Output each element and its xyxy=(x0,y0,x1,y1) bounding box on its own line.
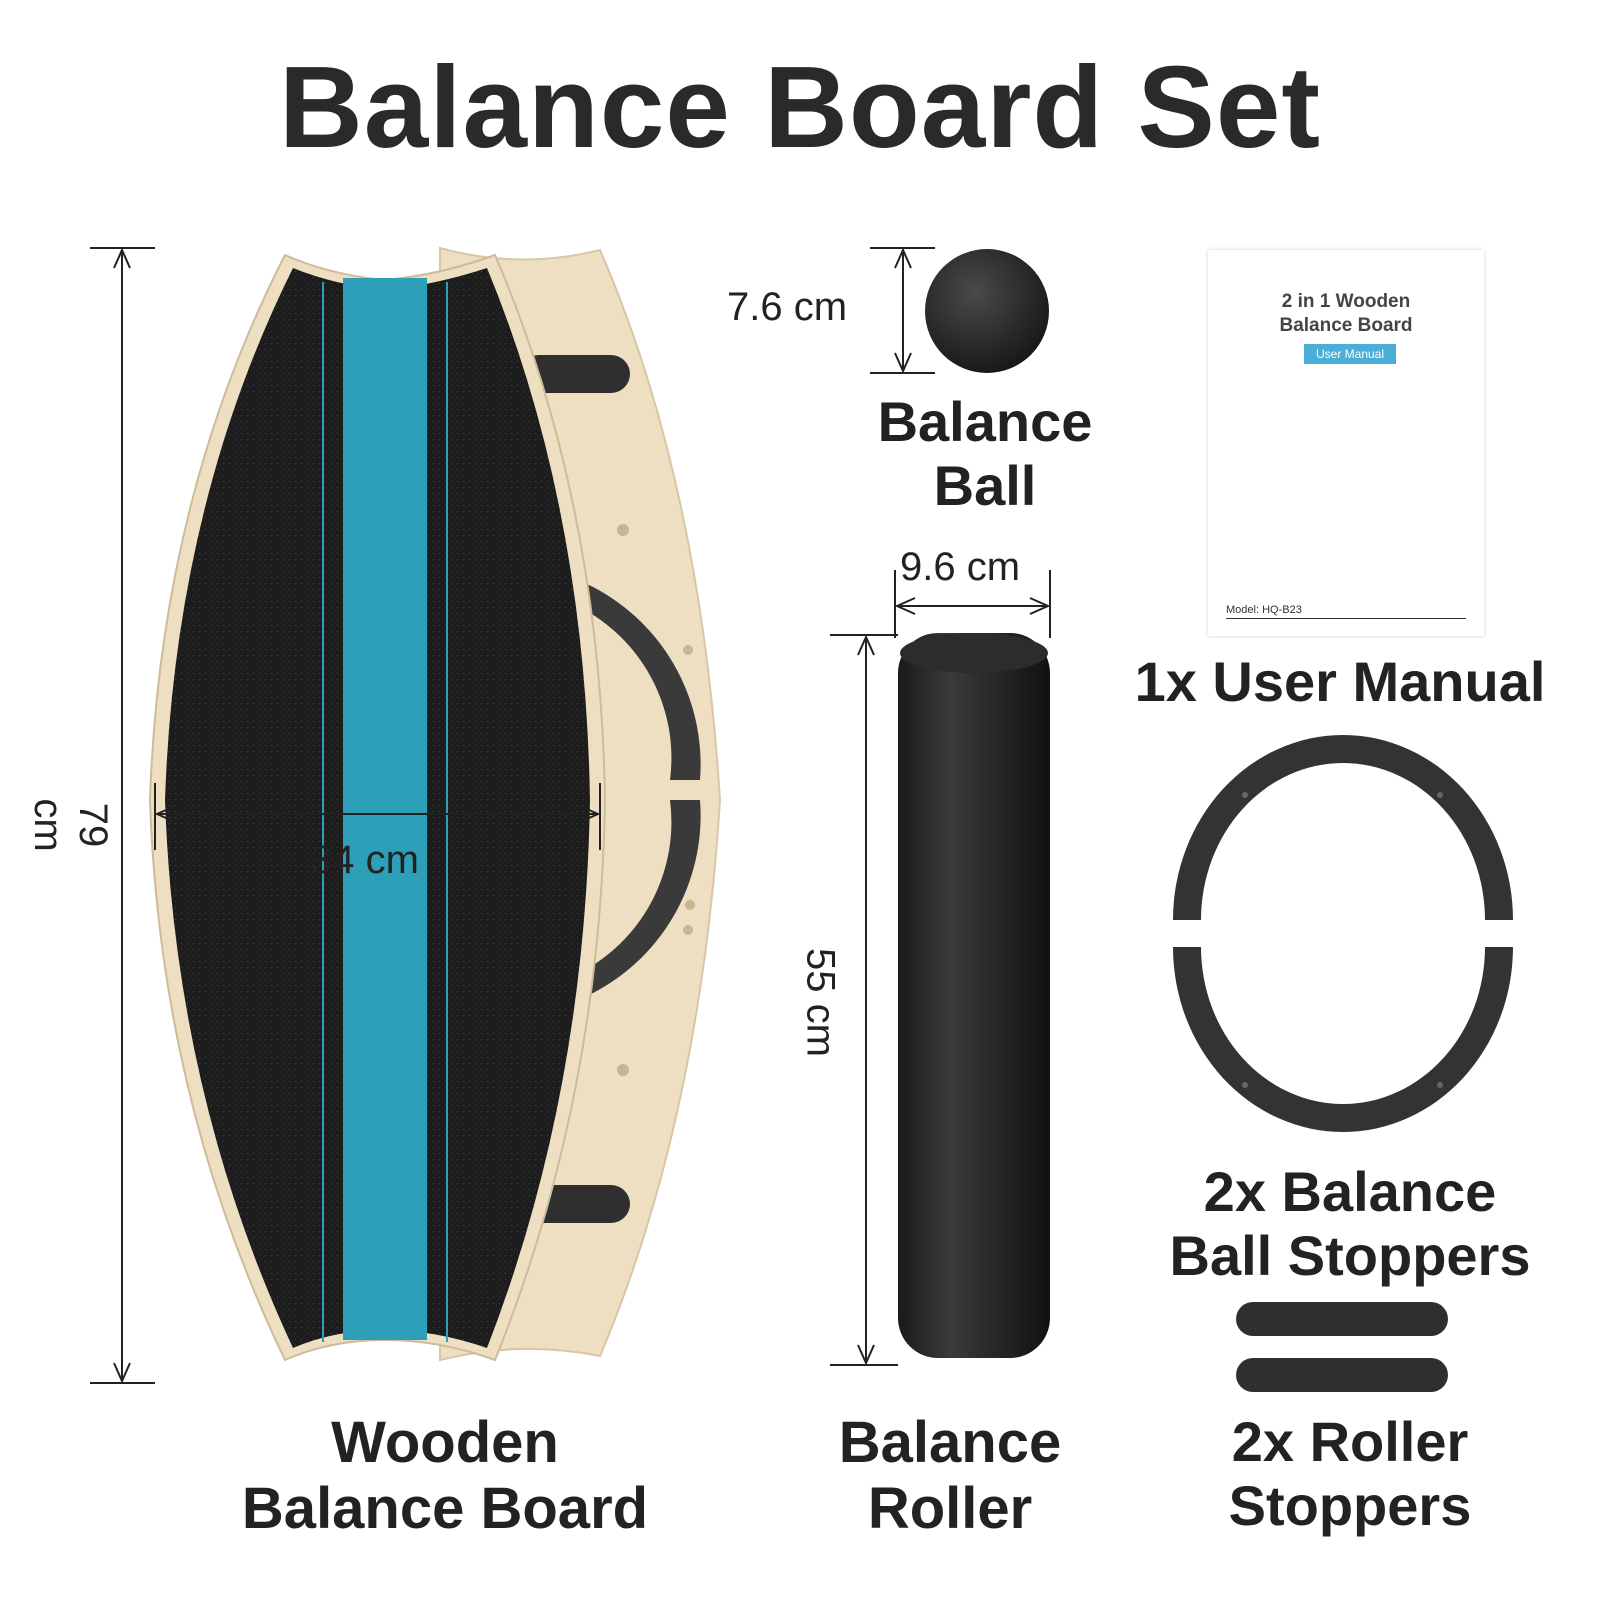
manual-name: 1x User Manual xyxy=(1134,650,1546,713)
ball-stoppers-name-line1: 2x Balance xyxy=(1203,1160,1497,1223)
roller-diameter-dimension xyxy=(894,570,1051,638)
roller-stoppers-name: 2x Roller Stoppers xyxy=(1180,1410,1520,1538)
manual-cover-badge: User Manual xyxy=(1304,344,1396,364)
ball-stoppers-name-line2: Ball Stoppers xyxy=(1169,1223,1531,1287)
ball-name-line2: Ball xyxy=(933,453,1037,517)
manual-model: Model: HQ-B23 xyxy=(1226,604,1302,616)
roller-diameter-label: 9.6 cm xyxy=(900,545,1021,589)
balance-ball xyxy=(925,249,1049,373)
ball-name: Balance Ball xyxy=(850,390,1120,518)
roller-stoppers xyxy=(1236,1302,1448,1392)
ball-diameter-dimension xyxy=(870,247,935,374)
board-height-label: 79 cm xyxy=(26,798,115,852)
manual-footer-rule xyxy=(1226,618,1466,619)
roller-length-label: 55 cm xyxy=(798,948,843,1057)
page-title: Balance Board Set xyxy=(278,42,1322,172)
ball-stoppers-name: 2x Balance Ball Stoppers xyxy=(1150,1160,1550,1288)
ball-name-line1: Balance xyxy=(877,390,1093,453)
roller-length-dimension xyxy=(830,634,898,1366)
balance-roller xyxy=(898,620,1050,1358)
manual-cover-title-line2: Balance Board xyxy=(1279,314,1413,336)
ball-diameter-label: 7.6 cm xyxy=(727,285,848,329)
user-manual-page: 2 in 1 Wooden Balance Board User Manual … xyxy=(1208,250,1484,636)
board-name: Wooden Balance Board xyxy=(230,1410,660,1542)
roller-name-line1: Balance xyxy=(838,1410,1062,1475)
balance-ball-stoppers xyxy=(1173,735,1513,1132)
roller-stoppers-name-line2: Stoppers xyxy=(1228,1473,1472,1537)
roller-name: Balance Roller xyxy=(820,1410,1080,1542)
board-stripe xyxy=(343,278,427,1340)
board-deck xyxy=(148,253,607,1362)
roller-stoppers-name-line1: 2x Roller xyxy=(1231,1410,1469,1473)
board-height-dimension xyxy=(90,247,155,1384)
board-name-line2: Balance Board xyxy=(241,1476,649,1542)
board-width-label: 34 cm xyxy=(310,838,419,882)
board-width-dimension xyxy=(154,783,601,850)
roller-name-line2: Roller xyxy=(867,1476,1033,1542)
manual-cover-title: 2 in 1 Wooden Balance Board xyxy=(1208,290,1484,338)
roller-stopper-mounted-top xyxy=(520,355,630,393)
board-name-line1: Wooden xyxy=(331,1410,559,1475)
manual-cover-title-line1: 2 in 1 Wooden xyxy=(1281,291,1411,312)
